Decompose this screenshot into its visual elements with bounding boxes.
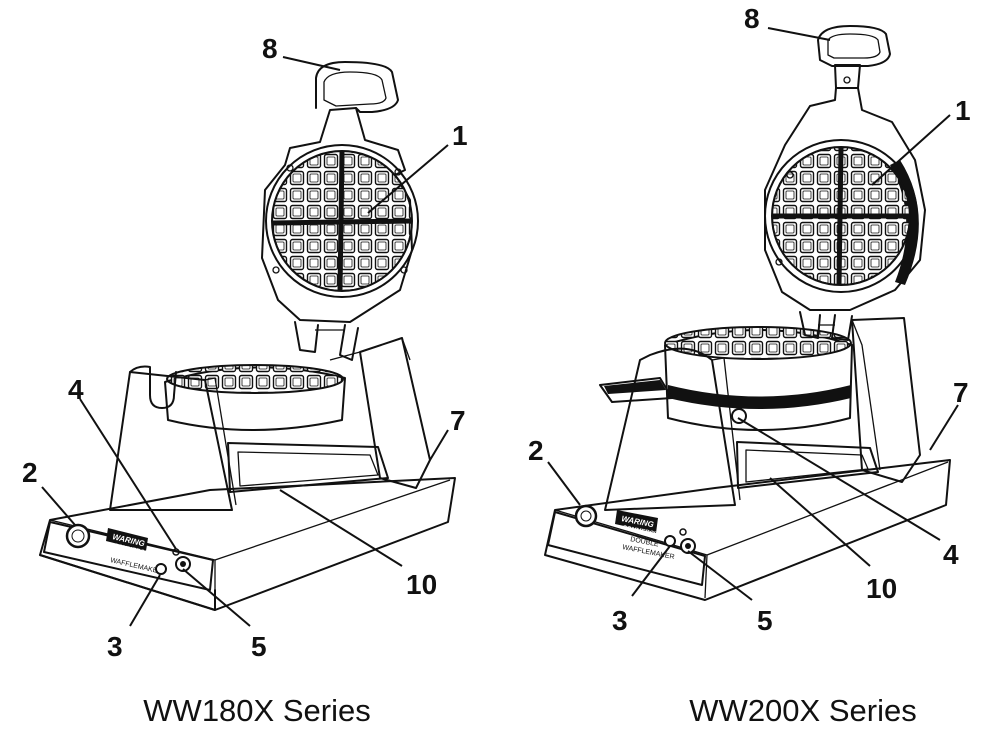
ww200x-callout-2: 2 xyxy=(528,435,544,466)
ww200x-handle xyxy=(817,25,891,67)
ww200x-panel-details: WARING COMMERCIAL DOUBLE WAFFLEMAKER xyxy=(574,504,696,561)
ww200x-upper-plate xyxy=(764,25,926,341)
ww180x-callout-4: 4 xyxy=(68,374,84,405)
ww180x-control-panel xyxy=(43,521,214,591)
ww180x-front-tower xyxy=(109,365,237,511)
ww200x-side-handle xyxy=(599,377,673,403)
ww200x-timer-dial xyxy=(574,504,598,528)
ww180x-timer-dial xyxy=(65,523,91,549)
ww200x-callout-3: 3 xyxy=(612,605,628,636)
ww180x-lower-bowl xyxy=(164,364,346,431)
ww200x-power-light xyxy=(679,528,687,536)
ww180x-upper-plate xyxy=(261,61,419,361)
ww180x-base xyxy=(39,442,456,611)
ww200x-series-caption: WW200X Series xyxy=(689,693,916,728)
ww200x-waffle-maker: WARING COMMERCIAL DOUBLE WAFFLEMAKER 8 1… xyxy=(528,3,971,728)
ww200x-control-panel xyxy=(547,511,706,586)
ww180x-callout-8: 8 xyxy=(262,33,278,64)
ww200x-front-tower xyxy=(604,347,741,511)
ww180x-leaders xyxy=(41,56,449,627)
ww200x-callout-10: 10 xyxy=(866,573,897,604)
ww200x-callout-5: 5 xyxy=(757,605,773,636)
ww180x-callout-10: 10 xyxy=(406,569,437,600)
ww200x-callout-4: 4 xyxy=(943,539,959,570)
ww180x-ready-light xyxy=(155,563,167,575)
ww180x-waffle-maker: WARING COMMERCIAL WAFFLEMAKER 8 1 4 7 2 … xyxy=(22,33,468,728)
ww200x-callout-8: 8 xyxy=(744,3,760,34)
ww180x-drip-tray xyxy=(227,442,389,493)
ww200x-drip-tray xyxy=(736,441,879,489)
ww200x-base xyxy=(544,441,951,601)
ww180x-callout-5: 5 xyxy=(251,631,267,662)
ww200x-callout-7: 7 xyxy=(953,377,969,408)
ww180x-brand-plate xyxy=(106,528,148,551)
ww180x-callout-1: 1 xyxy=(452,120,468,151)
ww200x-brand-plate xyxy=(615,510,658,533)
ww180x-callout-3: 3 xyxy=(107,631,123,662)
ww200x-leaders xyxy=(547,27,959,601)
ww180x-callout-2: 2 xyxy=(22,457,38,488)
ww180x-right-tower xyxy=(329,337,431,489)
ww180x-callout-7: 7 xyxy=(450,405,466,436)
ww200x-ready-light xyxy=(664,535,676,547)
ww200x-right-tower xyxy=(851,317,921,483)
ww200x-callout-1: 1 xyxy=(955,95,971,126)
ww200x-panel-label-2: WAFFLEMAKER xyxy=(622,544,675,561)
ww180x-series-caption: WW180X Series xyxy=(143,693,370,728)
ww200x-indicator-light xyxy=(731,408,747,424)
